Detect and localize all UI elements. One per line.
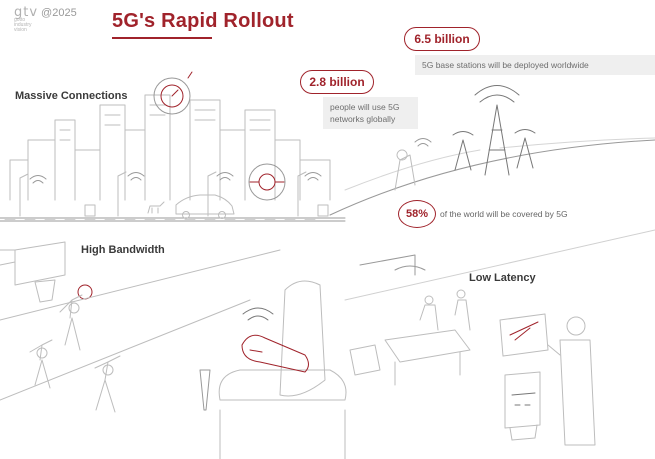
water-meter-icon: [248, 163, 286, 201]
section-low-latency: Low Latency: [469, 272, 536, 284]
gauge-icon: [153, 71, 193, 115]
stat-users-line-2: networks globally: [330, 114, 396, 124]
city-skyline: [9, 94, 331, 201]
logo-year: @2025: [41, 7, 77, 19]
logo-subtitle-1: gotto: [14, 17, 26, 23]
section-massive-connections: Massive Connections: [15, 90, 128, 102]
cell-tower-icon: [452, 85, 536, 176]
section-high-bandwidth: High Bandwidth: [81, 244, 165, 256]
logo-mark: gtv: [14, 5, 39, 20]
title-underline: [112, 37, 212, 39]
car-icon: [175, 194, 235, 219]
stat-users-line-1: people will use 5G: [330, 102, 400, 112]
logo-subtitle-3: vision: [14, 27, 27, 33]
logo-subtitle-2: industry: [14, 22, 32, 28]
stat-users-value: 2.8 billion: [300, 70, 374, 94]
stat-users-text: people will use 5G networks globally: [323, 97, 418, 129]
basketball-hoop-icon: [0, 241, 66, 303]
surgical-robot-icon: [499, 313, 549, 441]
stat-base-stations-value: 6.5 billion: [404, 27, 480, 51]
wifi-signal-icon: [29, 138, 432, 184]
page-title: 5G's Rapid Rollout: [112, 10, 294, 32]
brand-logo: gtv@2025 gotto industry vision: [14, 5, 77, 33]
vr-headset-icon: [241, 334, 309, 373]
stat-coverage-value: 58%: [398, 200, 436, 228]
stat-base-stations-text: 5G base stations will be deployed worldw…: [415, 55, 655, 75]
stat-coverage-text: of the world will be covered by 5G: [440, 209, 568, 219]
